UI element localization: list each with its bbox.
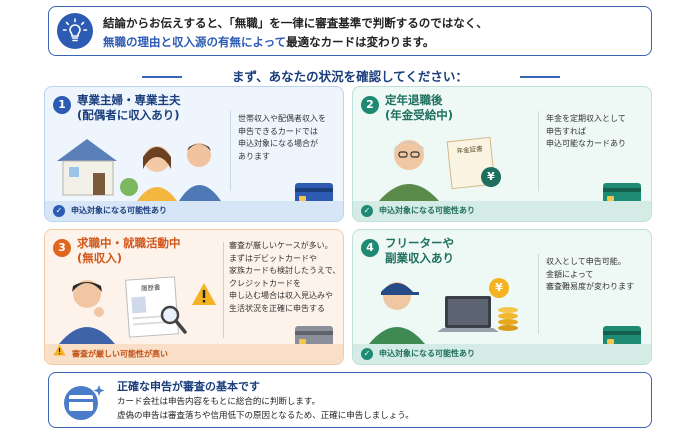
desc-line: 申し込む場合は収入見込みや bbox=[229, 291, 333, 300]
desc-line: 生活状況を正確に申告する bbox=[229, 303, 325, 313]
desc-line: まずはデビットカードや bbox=[229, 253, 317, 263]
situation-card-freelance: 4 フリーターや 副業収入あり ¥ 収入として申告可能。 金額によって 審査難易… bbox=[352, 229, 652, 365]
card-divider bbox=[538, 254, 539, 334]
warning-icon bbox=[53, 344, 66, 364]
card-title-line1: 求職中・就職活動中 bbox=[77, 236, 181, 250]
card-footer: 審査が厳しい可能性が高い bbox=[45, 344, 343, 364]
card-title-line1: フリーターや bbox=[385, 236, 454, 250]
worker-person-illustration bbox=[369, 282, 425, 344]
card-title-line2: (無収入) bbox=[77, 251, 123, 265]
desc-line: 申込可能なカードあり bbox=[546, 139, 626, 148]
card-footer: ✓ 申込対象になる可能性あり bbox=[353, 344, 651, 364]
header-line2-rest: 最適なカードは変わります。 bbox=[286, 35, 435, 49]
certificate-label: 年金証書 bbox=[456, 144, 483, 156]
bottom-title: 正確な申告が審査の基本です bbox=[117, 380, 260, 393]
desc-line: 申告すれば bbox=[546, 126, 586, 136]
card-description: 収入として申告可能。 金額によって 審査難易度が変わります bbox=[546, 256, 634, 294]
header-banner: 結論からお伝えすると、「無職」を一律に審査基準で判断するのではなく、 無職の理由… bbox=[48, 6, 652, 56]
yen-coin-icon: ¥ bbox=[489, 278, 509, 298]
desc-line: 世帯収入や配偶者収入を bbox=[238, 114, 326, 123]
situation-card-homemaker: 1 専業主婦・専業主夫 (配偶者に収入あり) 世帯収入や配偶者収入を 申告できる… bbox=[44, 86, 344, 222]
footer-text: 申込対象になる可能性あり bbox=[71, 206, 167, 215]
card-title-line2: 副業収入あり bbox=[385, 251, 454, 265]
family-house-illustration bbox=[57, 139, 221, 201]
card-number: 3 bbox=[53, 239, 71, 257]
credit-card-sparkle-icon bbox=[64, 385, 105, 420]
yen-icon: ¥ bbox=[481, 167, 501, 187]
lightbulb-icon bbox=[57, 13, 93, 49]
question-divider-left bbox=[142, 76, 182, 78]
card-footer: ✓ 申込対象になる可能性あり bbox=[353, 201, 651, 221]
header-highlight: 無職の理由と収入源の有無によって bbox=[103, 35, 287, 49]
warning-icon bbox=[192, 283, 216, 305]
card-title-line1: 専業主婦・専業主夫 bbox=[77, 93, 181, 107]
resume-label: 履歴書 bbox=[140, 283, 161, 293]
card-divider bbox=[230, 111, 231, 191]
question-divider-right bbox=[520, 76, 560, 78]
situation-card-job-seeking: 3 求職中・就職活動中 (無収入) 履歴書 審査が厳しいケースが多い。 まずはデ… bbox=[44, 229, 344, 365]
desc-line: 金額によって bbox=[546, 269, 594, 279]
header-line1: 結論からお伝えすると、「無職」を一律に審査基準で判断するのではなく、 bbox=[103, 16, 488, 30]
check-icon: ✓ bbox=[361, 347, 373, 360]
card-number: 2 bbox=[361, 96, 379, 114]
card-number: 4 bbox=[361, 239, 379, 257]
check-icon: ✓ bbox=[361, 204, 373, 217]
card-description: 世帯収入や配偶者収入を 申告できるカードでは 申込対象になる場合が あります bbox=[238, 113, 326, 163]
footer-text: 審査が厳しい可能性が高い bbox=[72, 349, 168, 359]
footer-text: 申込対象になる可能性あり bbox=[379, 349, 475, 358]
desc-line: クレジットカードを bbox=[229, 278, 301, 288]
card-footer: ✓ 申込対象になる可能性あり bbox=[45, 201, 343, 221]
magnifier-icon bbox=[160, 305, 187, 334]
bottom-line2: 虚偽の申告は審査落ちや信用低下の原因となるため、正確に申告しましょう。 bbox=[117, 411, 414, 421]
card-title-line2: (配偶者に収入あり) bbox=[77, 108, 180, 122]
desc-line: 家族カードも検討したうえで、 bbox=[229, 266, 341, 275]
bottom-note-banner: 正確な申告が審査の基本です カード会社は申告内容をもとに総合的に判断します。 虚… bbox=[48, 372, 652, 428]
desc-line: あります bbox=[238, 151, 270, 161]
check-icon: ✓ bbox=[53, 204, 65, 217]
desc-line: 収入として申告可能。 bbox=[546, 257, 626, 266]
footer-text: 申込対象になる可能性あり bbox=[379, 206, 475, 215]
desc-line: 年金を定期収入として bbox=[546, 114, 626, 123]
card-divider bbox=[223, 242, 224, 338]
card-description: 年金を定期収入として 申告すれば 申込可能なカードあり bbox=[546, 113, 626, 151]
question-heading: まず、あなたの状況を確認してください： bbox=[232, 69, 468, 84]
desc-line: 申告できるカードでは bbox=[238, 126, 318, 136]
bottom-line1: カード会社は申告内容をもとに総合的に判断します。 bbox=[117, 397, 320, 407]
desc-line: 審査が厳しいケースが多い。 bbox=[229, 241, 333, 250]
thinking-person-illustration bbox=[59, 280, 115, 344]
desc-line: 審査難易度が変わります bbox=[546, 282, 634, 291]
card-title-line1: 定年退職後 bbox=[385, 93, 443, 107]
desc-line: 申込対象になる場合が bbox=[238, 139, 318, 148]
header-line2: 無職の理由と収入源の有無によって最適なカードは変わります。 bbox=[103, 34, 434, 50]
card-divider bbox=[538, 111, 539, 191]
coin-stack-icon bbox=[498, 307, 518, 331]
card-title-line2: (年金受給中) bbox=[385, 108, 454, 122]
senior-person-illustration bbox=[379, 140, 439, 201]
situation-card-retired: 2 定年退職後 (年金受給中) 年金証書 ¥ 年金を定期収入として 申告すれば … bbox=[352, 86, 652, 222]
laptop-illustration bbox=[437, 296, 499, 332]
card-number: 1 bbox=[53, 96, 71, 114]
card-description: 審査が厳しいケースが多い。 まずはデビットカードや 家族カードも検討したうえで、… bbox=[229, 240, 340, 315]
